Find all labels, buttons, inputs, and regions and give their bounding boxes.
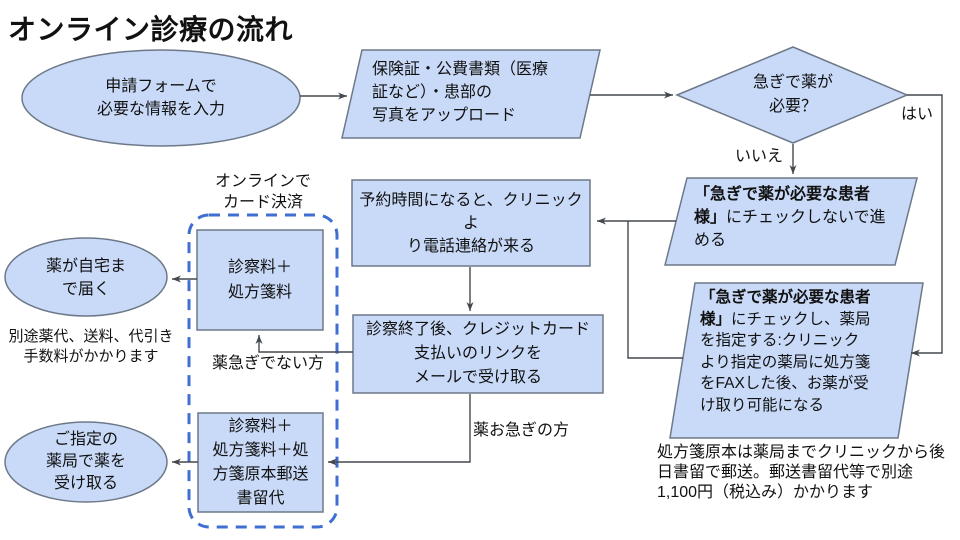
connector-decision-yes [907,94,943,357]
connector-payment-to-fee-consult [255,335,353,353]
yes-branch-rest-text: にチェックし、薬局を指定する:クリニックより指定の薬局に処方箋をFAXした後、お… [700,310,871,414]
no-branch-rest-text: にチェックしないで進める [694,209,886,249]
decision-no-label: いいえ [735,148,784,165]
node-fee-consult-shape [196,229,324,331]
node-upload-shape [341,49,601,139]
node-pharmacy-shape [4,421,168,503]
connector-payment-to-fee-consult-mail [328,394,471,466]
node-home-label: 薬が自宅ま で届く [45,257,126,298]
node-yes-branch-shape [669,282,924,439]
no-branch-bold-text: 「急ぎで薬が必要な患者様」 [694,186,871,226]
connector-yes-branch-merge [627,221,683,359]
node-no-branch-label: 「急ぎで薬が必要な患者様」にチェックしないで進める [694,183,890,252]
node-fee-consult-mail-shape [197,412,324,513]
page-title: オンライン診療の流れ [8,14,294,45]
node-payment-label: 診察終了後、クレジットカード 支払いのリンクを メールで受け取る [365,321,590,386]
node-upload-label: 保険証・公費書類（医療 証など）・患部の 写真をアップロード [372,61,549,124]
decision-yes-label: はい [901,106,934,123]
node-fee-consult-mail-label: 診察料＋ 処方箋料＋処 方箋原本郵送 書留代 [212,417,309,507]
online-card-dashed-group [187,213,339,529]
node-apply-label: 申請フォームで 必要な情報を入力 [96,78,225,118]
urgent-path-label: 薬お急ぎの方 [473,422,570,439]
yes-branch-bold-text: 「急ぎで薬が必要な患者様」 [700,289,871,328]
node-payment-shape [352,314,604,394]
node-no-branch-shape [664,177,918,266]
node-decision-label: 急ぎで薬が 必要？ [752,74,833,115]
online-card-group-label: オンラインで カード決済 [214,173,311,211]
node-call-label: 予約時間になると、クリニックよ り電話連絡が来る [359,191,583,255]
not-urgent-path-label: 薬急ぎでない方 [212,355,325,372]
node-home-shape [4,237,168,317]
home-fees-note: 別途薬代、送料、代引き 手数料がかかります [8,328,174,365]
node-apply-shape [21,49,301,147]
node-yes-branch-label: 「急ぎで薬が必要な患者様」にチェックし、薬局を指定する:クリニックより指定の薬局… [700,287,872,416]
node-call-shape [351,179,591,267]
node-fee-consult-label: 診察料＋ 処方箋料 [227,259,292,301]
node-pharmacy-label: ご指定の 薬局で薬を 受け取る [45,431,126,492]
mail-fees-note: 処方箋原本は薬局までクリニックから後 日書留で郵送。郵送書留代等で別途 1,10… [657,444,946,501]
